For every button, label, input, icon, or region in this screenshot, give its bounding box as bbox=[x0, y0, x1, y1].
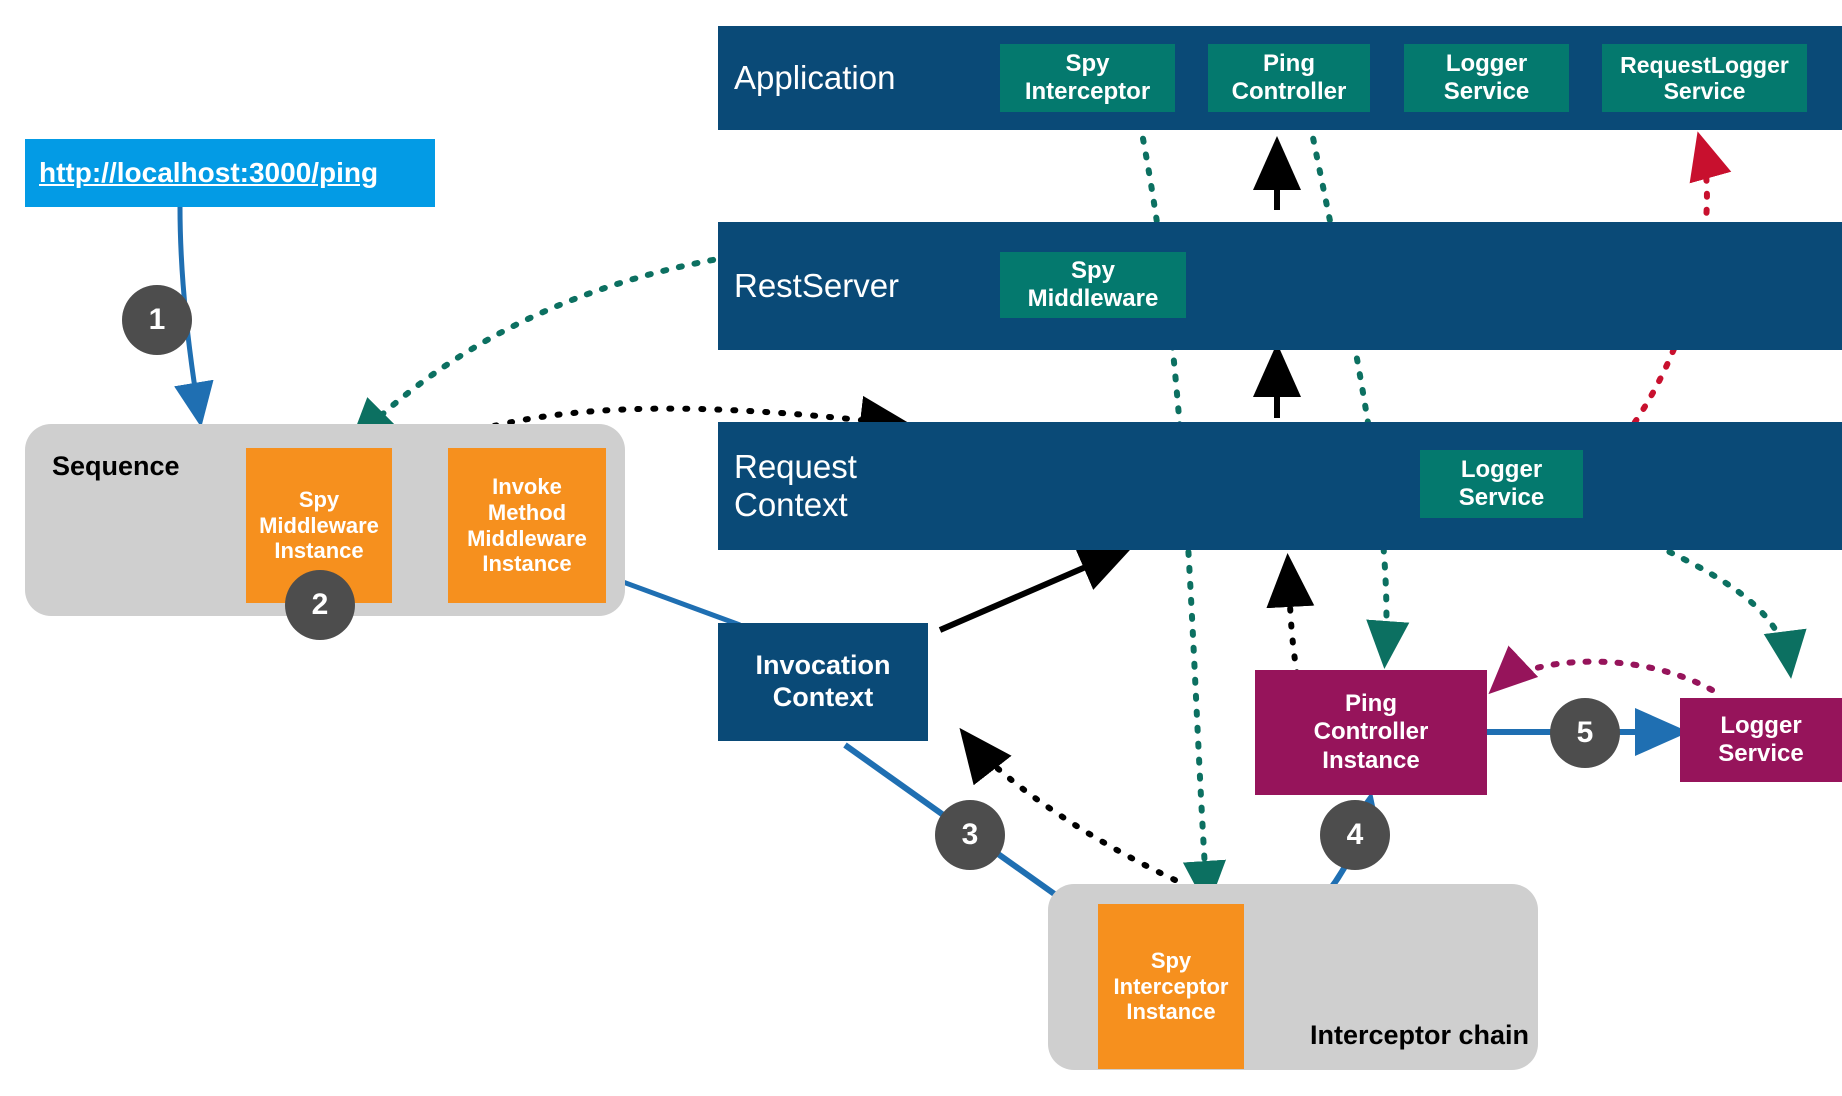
interceptor-chain-group-label: Interceptor chain bbox=[1310, 1020, 1530, 1050]
sequence-group-label: Sequence bbox=[52, 451, 180, 481]
app-item-ping-controller[interactable]: Ping Controller bbox=[1208, 44, 1370, 112]
ping-controller-instance-box[interactable]: Ping Controller Instance bbox=[1255, 670, 1487, 795]
request-url-text[interactable]: http://localhost:3000/ping bbox=[39, 157, 379, 188]
step-circle-5: 5 bbox=[1550, 698, 1620, 768]
app-item-request-logger-service[interactable]: RequestLogger Service bbox=[1602, 44, 1807, 112]
invocation-context-box[interactable]: Invocation Context bbox=[718, 623, 928, 741]
step-circle-4: 4 bbox=[1320, 800, 1390, 870]
interceptor-item-spy-interceptor-instance[interactable]: Spy Interceptor Instance bbox=[1098, 904, 1244, 1069]
request-context-item-logger-service[interactable]: Logger Service bbox=[1420, 450, 1583, 518]
sequence-item-invoke-method-middleware-instance[interactable]: Invoke Method Middleware Instance bbox=[448, 448, 606, 603]
request-context-bar: Request Context bbox=[718, 422, 1842, 550]
arrow-invocation-context-to-request-context bbox=[938, 545, 1134, 633]
step-circle-3: 3 bbox=[935, 800, 1005, 870]
arrow-dotted-logger-to-ping-controller bbox=[1488, 645, 1715, 695]
restserver-bar: RestServer bbox=[718, 222, 1842, 350]
logger-service-instance-box[interactable]: Logger Service bbox=[1680, 698, 1842, 782]
app-item-spy-interceptor[interactable]: Spy Interceptor bbox=[1000, 44, 1175, 112]
request-context-bar-title: Request Context bbox=[734, 448, 857, 523]
arrow-dotted-interceptor-to-invocation-context bbox=[959, 727, 1178, 883]
step-circle-1: 1 bbox=[122, 285, 192, 355]
request-url-box[interactable]: http://localhost:3000/ping bbox=[25, 139, 435, 207]
restserver-bar-title: RestServer bbox=[734, 267, 900, 305]
app-item-logger-service[interactable]: Logger Service bbox=[1404, 44, 1569, 112]
step-circle-2: 2 bbox=[285, 570, 355, 640]
arrow-dotted-ping-controller-binding bbox=[1307, 120, 1410, 669]
restserver-item-spy-middleware[interactable]: Spy Middleware bbox=[1000, 252, 1186, 318]
application-bar-title: Application bbox=[734, 59, 896, 97]
